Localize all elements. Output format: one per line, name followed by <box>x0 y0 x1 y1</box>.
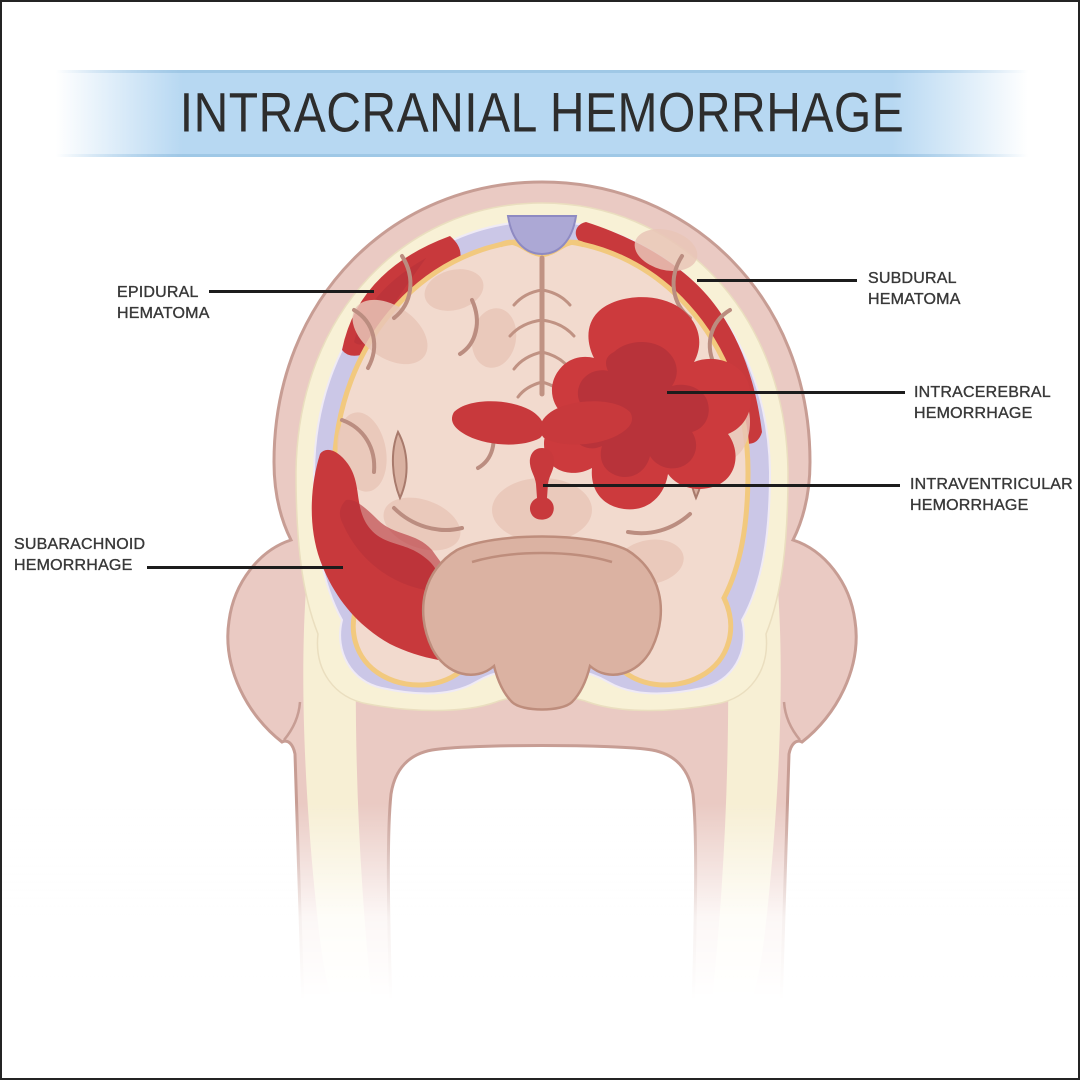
leader-line-epidural <box>209 290 374 293</box>
label-line: SUBDURAL <box>868 270 957 287</box>
cheek-crease-right <box>782 701 801 741</box>
brainstem <box>421 535 663 711</box>
label-line: EPIDURAL <box>117 284 199 301</box>
subarachnoid-hemorrhage-region <box>311 449 564 664</box>
label-line: INTRAVENTRICULAR <box>910 476 1073 493</box>
intracerebral-hemorrhage-core <box>570 341 709 478</box>
label-subarachnoid-hemorrhage: SUBARACHNOID HEMORRHAGE <box>14 534 145 576</box>
subarachnoid-hemorrhage-shading <box>339 499 464 592</box>
label-line: HEMORRHAGE <box>910 497 1029 514</box>
leader-line-intracerebral <box>667 391 905 394</box>
sagittal-sinus <box>506 215 578 256</box>
title-banner: INTRACRANIAL HEMORRHAGE <box>56 70 1028 157</box>
cheek-crease-left <box>283 701 302 741</box>
label-line: HEMATOMA <box>868 291 961 308</box>
page-title: INTRACRANIAL HEMORRHAGE <box>179 82 905 145</box>
leader-line-subdural <box>697 279 857 282</box>
gyri-patches <box>337 228 750 603</box>
leader-line-subarachnoid <box>147 566 343 569</box>
leader-line-intraventricular <box>543 484 900 487</box>
label-line: HEMATOMA <box>117 305 210 322</box>
label-intracerebral-hemorrhage: INTRACEREBRAL HEMORRHAGE <box>914 382 1051 424</box>
label-line: HEMORRHAGE <box>14 557 133 574</box>
label-intraventricular-hemorrhage: INTRAVENTRICULAR HEMORRHAGE <box>910 474 1073 516</box>
lateral-fissure-left <box>391 429 408 501</box>
label-line: HEMORRHAGE <box>914 405 1033 422</box>
cerebellum-crease <box>471 551 613 564</box>
fade-overlay <box>2 792 1078 1078</box>
label-line: INTRACEREBRAL <box>914 384 1051 401</box>
intraventricular-hemorrhage-region <box>451 401 633 520</box>
label-line: SUBARACHNOID <box>14 536 146 553</box>
label-epidural-hematoma: EPIDURAL HEMATOMA <box>117 282 210 324</box>
label-subdural-hematoma: SUBDURAL HEMATOMA <box>868 268 961 310</box>
